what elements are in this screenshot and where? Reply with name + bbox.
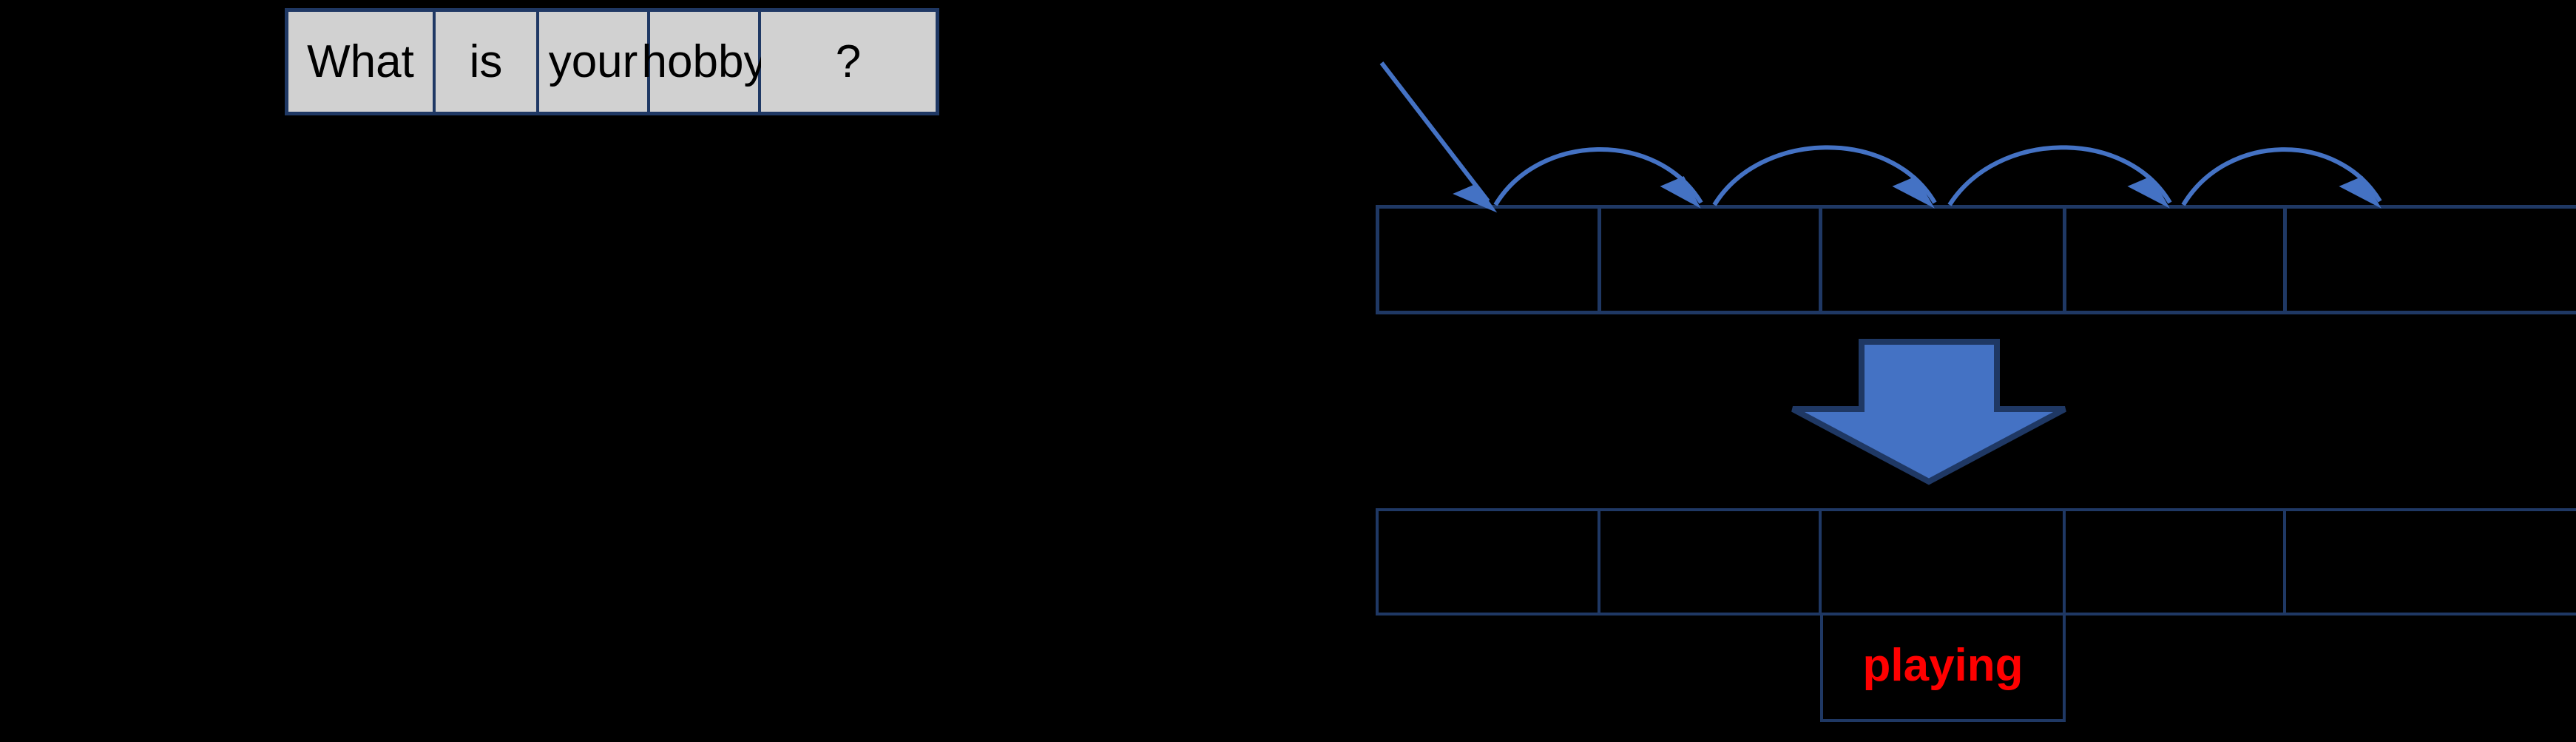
encoder-cell-1[interactable] bbox=[1379, 209, 1601, 311]
decoder-table bbox=[1376, 508, 2576, 615]
arrowhead-step-4 bbox=[2339, 176, 2381, 209]
encoder-step-arrow-3 bbox=[1947, 145, 2172, 209]
encoder-cell-2[interactable] bbox=[1601, 209, 1822, 311]
arrowhead-step-3 bbox=[2127, 176, 2170, 209]
decoder-cell-1[interactable] bbox=[1379, 511, 1600, 613]
decoder-cell-2[interactable] bbox=[1600, 511, 1822, 613]
input-token-cell-1[interactable]: What bbox=[288, 12, 436, 112]
input-token-cell-4[interactable]: hobby bbox=[642, 12, 766, 112]
input-token-label-5: ? bbox=[835, 36, 862, 87]
encoder-table bbox=[1376, 205, 2576, 314]
input-token-label-4: hobby bbox=[641, 36, 767, 87]
block-arrow-shape bbox=[1791, 339, 2066, 485]
input-token-cell-5[interactable]: ? bbox=[761, 12, 936, 112]
arrowhead-step-2 bbox=[1892, 176, 1935, 209]
decoder-cell-3[interactable] bbox=[1822, 511, 2066, 613]
decoder-cell-5[interactable] bbox=[2286, 511, 2576, 613]
encoder-cell-4[interactable] bbox=[2066, 209, 2287, 311]
arrowhead-step-1 bbox=[1660, 176, 1701, 209]
encoder-to-decoder-arrow bbox=[1791, 339, 2066, 485]
encoder-cell-5[interactable] bbox=[2287, 209, 2576, 311]
input-token-label-3: your bbox=[548, 36, 638, 87]
input-token-label-2: is bbox=[469, 36, 503, 87]
encoder-step-arrow-4 bbox=[2181, 147, 2382, 209]
input-token-cell-2[interactable]: is bbox=[436, 12, 539, 112]
encoder-step-arrow-2 bbox=[1712, 145, 1937, 209]
decoder-cell-4[interactable] bbox=[2066, 511, 2286, 613]
input-to-encoder-arrow bbox=[1379, 61, 1498, 213]
predicted-word-cell[interactable]: playing bbox=[1820, 613, 2066, 722]
encoder-step-arrow-1 bbox=[1493, 147, 1703, 209]
input-token-cell-3[interactable]: your bbox=[539, 12, 650, 112]
input-sentence-table: What is your hobby ? bbox=[285, 8, 939, 115]
encoder-cell-3[interactable] bbox=[1822, 209, 2066, 311]
input-token-label-1: What bbox=[307, 36, 414, 87]
predicted-word-label: playing bbox=[1862, 640, 2024, 691]
